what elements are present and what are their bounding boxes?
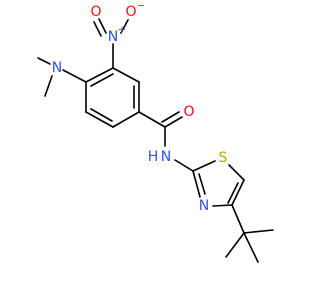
bond-ring-carbonyl: [138, 111, 166, 128]
bond-ring-1: [85, 67, 114, 83]
bond-c4-cq: [231, 204, 245, 234]
bond-thz-n-c2: [192, 170, 201, 198]
molecule-canvas: N N + O O − O H N S N: [37, 1, 274, 263]
bond-ring-5-inner: [90, 108, 113, 122]
bond-nnitro-o2: [120, 19, 129, 34]
charge-n-nitro: +: [118, 25, 126, 36]
bond-ring-1-inner: [90, 73, 114, 87]
bond-methyl1-n: [37, 57, 51, 65]
bond-n-thiazole: [174, 159, 194, 172]
atom-h-amide: H: [148, 149, 159, 165]
bond-thz-c5-c4: [231, 179, 245, 206]
molecule-structure: N N + O O − O H N S N: [37, 1, 274, 263]
bond-thz-n-c2-inner: [198, 173, 206, 195]
atom-o-nitro-single: O: [125, 4, 136, 20]
bond-cq-me3: [243, 232, 259, 263]
bond-n-c4: [62, 69, 87, 83]
bond-cq-me2: [225, 232, 245, 258]
charge-o-nitro: −: [137, 1, 145, 12]
atom-o-nitro-double: O: [90, 4, 101, 20]
bond-thz-c2-s: [192, 160, 216, 172]
bonds: [37, 18, 274, 263]
bond-ring-2: [112, 67, 140, 83]
bond-thz-c5-c4-inner: [227, 182, 239, 204]
atom-s-thiazole: S: [219, 150, 228, 166]
bond-carbonyl-o: [164, 116, 183, 128]
atom-n-amide: N: [161, 149, 171, 165]
atom-o-carbonyl: O: [183, 104, 194, 120]
bond-cq-me1: [243, 229, 274, 234]
atom-n-thiazole: N: [199, 198, 209, 214]
bond-thz-s-c5: [228, 164, 245, 181]
bond-carbonyl-o-double: [161, 111, 180, 123]
atom-labels: N N + O O − O H N S N: [52, 1, 228, 215]
bond-nnitro-o1: [98, 18, 107, 34]
bond-ring-5: [85, 111, 114, 128]
bond-methyl2-n: [44, 75, 53, 97]
bond-ring-4: [112, 111, 140, 128]
bond-nnitro-o1-double: [93, 21, 102, 37]
atom-n-dimethylamino: N: [52, 60, 62, 76]
bond-thz-c4-n: [212, 204, 233, 207]
atom-n-nitro: N: [108, 29, 118, 45]
